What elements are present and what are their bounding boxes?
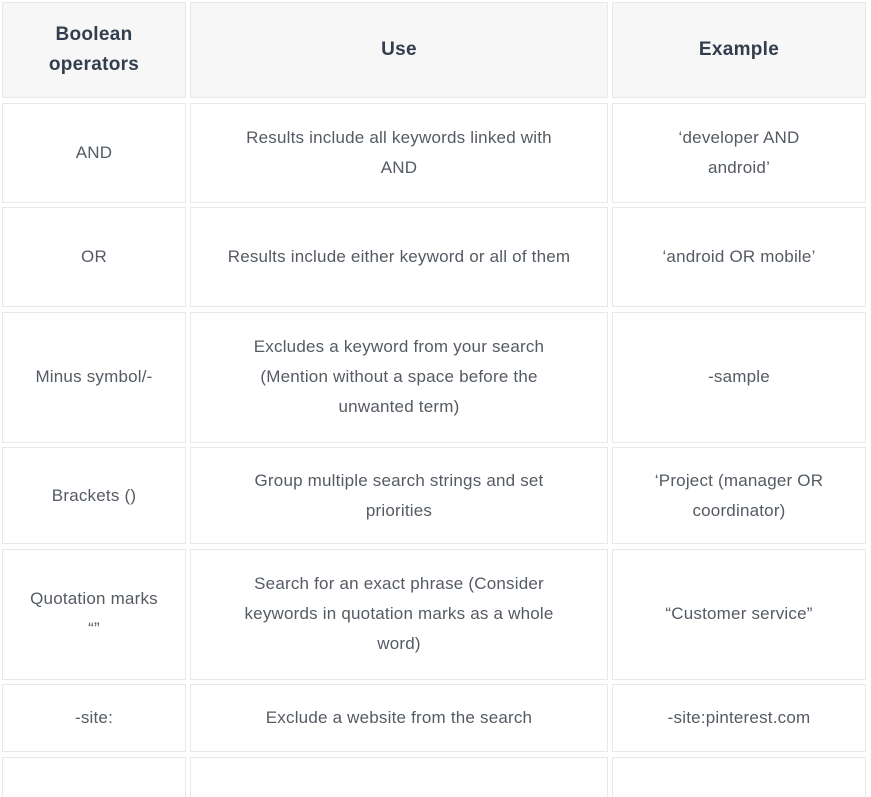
header-cell-example: Example — [612, 2, 866, 98]
example-cell-minus: -sample — [612, 311, 866, 443]
operator-cell-or: OR — [2, 207, 186, 307]
use-cell-or: Results include either keyword or all of… — [190, 207, 608, 307]
cutoff-row-cell — [190, 756, 608, 797]
use-cell-site: Exclude a website from the search — [190, 684, 608, 752]
use-cell-brackets: Group multiple search strings and set pr… — [190, 447, 608, 544]
cutoff-row-cell — [2, 756, 186, 797]
operator-cell-and: AND — [2, 102, 186, 203]
header-cell-use: Use — [190, 2, 608, 98]
example-cell-and: ‘developer AND android’ — [612, 102, 866, 203]
operator-cell-brackets: Brackets () — [2, 447, 186, 544]
cutoff-row-cell — [612, 756, 866, 797]
example-cell-or: ‘android OR mobile’ — [612, 207, 866, 307]
header-cell-boolean-operators: Boolean operators — [2, 2, 186, 98]
use-cell-and: Results include all keywords linked with… — [190, 102, 608, 203]
operator-cell-site: -site: — [2, 684, 186, 752]
operator-cell-minus: Minus symbol/- — [2, 311, 186, 443]
use-cell-quotes: Search for an exact phrase (Consider key… — [190, 548, 608, 680]
use-cell-minus: Excludes a keyword from your search (Men… — [190, 311, 608, 443]
example-cell-quotes: “Customer service” — [612, 548, 866, 680]
example-cell-brackets: ‘Project (manager OR coordinator) — [612, 447, 866, 544]
example-cell-site: -site:pinterest.com — [612, 684, 866, 752]
operator-cell-quotes: Quotation marks “” — [2, 548, 186, 680]
